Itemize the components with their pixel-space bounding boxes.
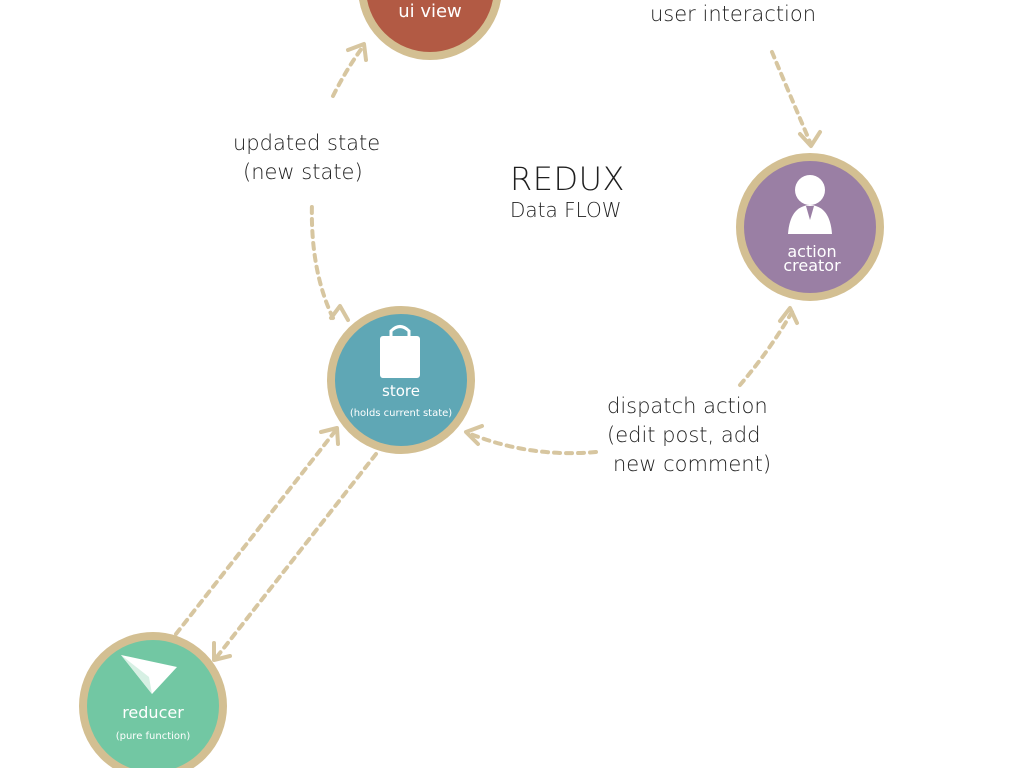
arrow-store-to-reducer: [214, 452, 378, 660]
arrow-updated-state-to-ui-view: [331, 46, 364, 98]
arrowhead-reducer-in: [212, 641, 232, 662]
reducer-circle: [79, 632, 227, 768]
reducer-label: reducer: [122, 703, 184, 722]
label-dispatch-action-line2: (edit post, add: [607, 423, 761, 447]
label-user-interaction-text: user interaction: [650, 2, 817, 26]
flow-arrows: [174, 42, 822, 662]
arrowhead-action-creator-out: [778, 306, 799, 325]
store-label: store: [382, 382, 420, 400]
node-reducer: reducer (pure function): [79, 632, 227, 768]
arrowhead-store-from-reducer: [319, 426, 340, 446]
action-creator-label-line1: action: [787, 242, 836, 261]
ui-view-circle: [359, 0, 501, 60]
arrow-action-creator-to-dispatch: [738, 310, 794, 387]
label-updated-state-line1: updated state: [233, 131, 381, 155]
store-sublabel: (holds current state): [350, 408, 452, 419]
arrow-store-to-updated-state: [309, 200, 335, 320]
node-ui-view: ui view: [359, 0, 501, 60]
node-action-creator: action creator: [736, 153, 884, 301]
arrowhead-ui-view: [346, 42, 368, 62]
person-icon: [788, 175, 832, 234]
label-dispatch-action-line1: dispatch action: [607, 394, 768, 418]
shopping-bag-icon: [380, 325, 420, 378]
label-dispatch-action: dispatch action (edit post, add new comm…: [607, 392, 771, 479]
reducer-sublabel: (pure function): [116, 731, 191, 742]
arrowhead-store-in: [464, 424, 484, 446]
action-creator-label-line2: creator: [783, 256, 841, 275]
label-dispatch-action-line3: new comment): [613, 452, 772, 476]
arrowhead-action-creator: [798, 130, 822, 148]
store-circle: [327, 306, 475, 454]
paper-plane-icon: [121, 655, 177, 694]
title-main: REDUX: [510, 160, 625, 198]
label-updated-state: updated state (new state): [233, 129, 380, 187]
arrow-user-interaction-to-action-creator: [770, 50, 812, 144]
diagram-title: REDUX Data FLOW: [510, 160, 625, 222]
label-user-interaction: user interaction: [650, 0, 816, 29]
node-store: store (holds current state): [327, 306, 475, 454]
title-subtitle: Data FLOW: [510, 198, 622, 222]
arrow-dispatch-to-store: [466, 431, 598, 456]
arrowhead-store-out: [329, 304, 350, 322]
ui-view-label: ui view: [398, 1, 462, 22]
label-updated-state-line2: (new state): [243, 160, 363, 184]
arrow-reducer-to-store: [174, 428, 338, 636]
